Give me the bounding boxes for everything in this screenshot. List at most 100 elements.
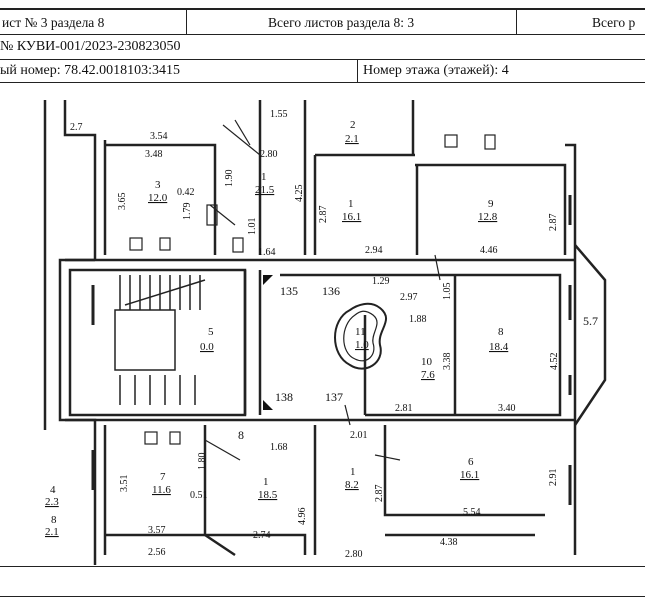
marker-triangle: [263, 400, 273, 410]
room-area: 0.0: [200, 341, 214, 353]
plan-label: 1.05: [442, 283, 453, 301]
cadastral-number: ый номер: 78.42.0018103:3415: [0, 63, 180, 78]
header-divider: [357, 60, 358, 82]
footer-divider: [0, 596, 645, 597]
plan-label: 3.54: [150, 131, 168, 142]
plan-label: 3.40: [498, 403, 516, 414]
room-area: 21.5: [255, 184, 275, 196]
plan-label: 2.87: [374, 485, 385, 503]
plan-label: 2.94: [365, 245, 383, 256]
plan-label: 3.51: [119, 475, 130, 493]
sanitary-fixtures: [129, 134, 496, 445]
plan-label: 1.01: [247, 218, 258, 236]
door-swings: [204, 119, 441, 461]
plan-label: 2.80: [345, 549, 363, 560]
room-area: 12.8: [478, 211, 498, 223]
plan-label: 2.56: [148, 547, 166, 558]
plan-label: 1.80: [197, 453, 208, 471]
room-area: 7.6: [421, 369, 435, 381]
plan-label: 2.74: [253, 530, 271, 541]
plan-label: 4.46: [480, 245, 498, 256]
room-area: 8.2: [345, 479, 359, 491]
floor-plan: 3 12.0 1 21.5 2 2.1 1 16.1 9 12.8 5 0.0 …: [5, 95, 641, 565]
dimension-labels: 2.7 3.54 3.48 3.65 0.42 1.90 1.79 1.55 2…: [70, 109, 598, 560]
plan-label: 1.79: [182, 203, 193, 221]
corridor-labels: 135 136 138 137 8: [238, 284, 343, 442]
room-number: 6: [468, 456, 474, 468]
header-row-cadastral: ый номер: 78.42.0018103:3415 Номер этажа…: [0, 60, 645, 83]
footer-divider: [0, 566, 645, 567]
room-number: 1: [348, 198, 354, 210]
room-area: 2.1: [45, 526, 59, 538]
header-row-sheet: ист № 3 раздела 8 Всего листов раздела 8…: [0, 8, 645, 35]
outer-walls: [43, 100, 607, 565]
plan-label: 2.87: [548, 214, 559, 232]
total-sheets: Всего листов раздела 8: 3: [268, 15, 415, 30]
plan-label: 0.51: [190, 490, 208, 501]
room-number: 4: [50, 484, 56, 496]
plan-label: 1.90: [224, 170, 235, 188]
room-number: 3: [155, 179, 161, 191]
plan-label: 0.42: [177, 187, 195, 198]
plan-label: 2.80: [260, 149, 278, 160]
room-area: 11.6: [152, 484, 171, 496]
plan-label: 2.7: [70, 122, 83, 133]
header-row-kuvi: № КУВИ-001/2023-230823050: [0, 35, 645, 60]
room-area: 2.1: [345, 133, 359, 145]
room-area: 2.3: [45, 496, 59, 508]
sheet-number: ист № 3 раздела 8: [2, 15, 105, 30]
plan-label: 5.54: [463, 507, 481, 518]
room-area: 18.5: [258, 489, 278, 501]
curved-room-inner: [343, 310, 378, 362]
marker-triangle: [263, 275, 273, 285]
kuvi-number: № КУВИ-001/2023-230823050: [0, 39, 181, 54]
plan-label: 2.97: [400, 292, 418, 303]
plan-label: 137: [325, 390, 343, 404]
plan-label: 3.57: [148, 525, 166, 536]
room-area: 16.1: [342, 211, 361, 223]
room-area: 18.4: [489, 341, 509, 353]
plan-label: 4.25: [294, 185, 305, 203]
plan-label: 1.88: [409, 314, 427, 325]
plan-label: 3.65: [117, 193, 128, 211]
staircase: [114, 275, 206, 405]
room-number: 1: [350, 466, 356, 478]
floor-number: Номер этажа (этажей): 4: [363, 63, 509, 78]
plan-label: 135: [280, 284, 298, 298]
plan-label: 1.29: [372, 276, 390, 287]
room-number: 5: [208, 326, 214, 338]
room-number: 7: [160, 471, 166, 483]
plan-label: 2.91: [548, 469, 559, 487]
plan-label: 1.68: [270, 442, 288, 453]
total-sheets-right: Всего р: [592, 15, 636, 30]
curved-room-wall: [334, 302, 387, 370]
room-number: 2: [350, 119, 356, 131]
room-labels: 3 12.0 1 21.5 2 2.1 1 16.1 9 12.8 5 0.0 …: [45, 119, 509, 538]
header-divider: [516, 10, 517, 34]
plan-label: 4.38: [440, 537, 458, 548]
windows: [91, 195, 572, 505]
room-number: 11: [355, 326, 366, 338]
plan-label: 2.01: [350, 430, 368, 441]
room-area: 12.0: [148, 192, 168, 204]
plan-label: 1.64: [258, 247, 276, 258]
plan-label: 2.87: [318, 206, 329, 224]
plan-label: 3.38: [442, 353, 453, 371]
plan-label: 2.81: [395, 403, 413, 414]
room-number: 1: [263, 476, 269, 488]
room-area: 1.0: [355, 339, 369, 351]
room-area: 16.1: [460, 469, 479, 481]
plan-label: 1.55: [270, 109, 288, 120]
plan-label: 4.96: [297, 508, 308, 526]
plan-label: 3.48: [145, 149, 163, 160]
plan-label: 5.7: [583, 314, 598, 328]
plan-label: 138: [275, 390, 293, 404]
plan-label: 4.52: [549, 353, 560, 371]
room-number: 1: [261, 171, 267, 183]
plan-label: 136: [322, 284, 340, 298]
room-number: 8: [498, 326, 504, 338]
plan-label: 8: [238, 428, 244, 442]
room-number: 8: [51, 514, 57, 526]
header-divider: [186, 10, 187, 34]
